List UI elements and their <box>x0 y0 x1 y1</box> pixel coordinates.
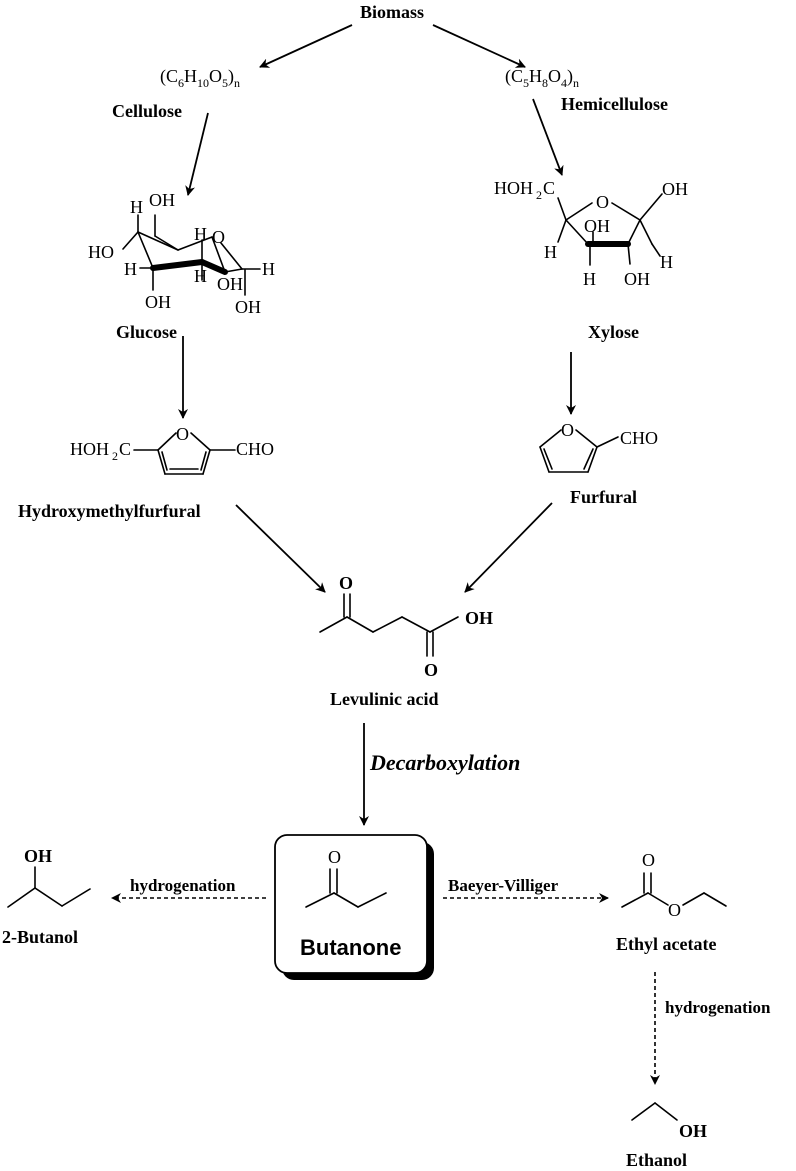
butanone-box <box>274 834 428 974</box>
arrow-biomass-to-cellulose <box>259 24 353 68</box>
cellulose-formula: (C6H10O5)n <box>160 66 240 90</box>
arrow-furfural-to-levulinic <box>464 502 553 593</box>
svg-text:OH: OH <box>235 297 261 317</box>
hmf-label: Hydroxymethylfurfural <box>18 501 201 521</box>
hemicellulose-label: Hemicellulose <box>561 94 668 114</box>
hemicellulose-formula: (C5H8O4)n <box>505 66 579 90</box>
svg-text:H: H <box>583 269 596 289</box>
svg-text:H: H <box>194 224 207 244</box>
svg-text:2: 2 <box>112 449 118 463</box>
svg-text:O: O <box>328 847 341 867</box>
butanone-structure: O <box>305 847 387 908</box>
arrow-hmf-to-levulinic <box>235 504 326 593</box>
svg-text:OH: OH <box>662 179 688 199</box>
xylose-structure: HOH 2 C O OH H H OH H OH <box>494 178 688 289</box>
svg-text:O: O <box>212 227 225 247</box>
svg-text:H: H <box>130 197 143 217</box>
glucose-structure: OH H HO H H O H H OH OH OH <box>88 190 275 317</box>
svg-text:OH: OH <box>217 274 243 294</box>
butanol-structure: OH <box>7 846 91 908</box>
svg-text:C: C <box>119 439 131 459</box>
svg-text:O: O <box>176 424 189 444</box>
svg-text:H: H <box>262 259 275 279</box>
svg-text:O: O <box>668 900 681 920</box>
svg-text:OH: OH <box>465 608 493 628</box>
glucose-label: Glucose <box>116 322 177 342</box>
ethyl-acetate-structure: O O <box>621 850 727 920</box>
svg-text:CHO: CHO <box>620 428 658 448</box>
svg-text:OH: OH <box>24 846 52 866</box>
baeyer-villiger-label: Baeyer-Villiger <box>448 876 559 895</box>
svg-text:OH: OH <box>624 269 650 289</box>
hydrogenation-left-label: hydrogenation <box>130 876 236 895</box>
arrow-biomass-to-hemicellulose <box>432 24 526 68</box>
arrow-cellulose-to-glucose <box>185 112 209 196</box>
decarboxylation-label: Decarboxylation <box>369 750 520 775</box>
svg-text:O: O <box>596 192 609 212</box>
cellulose-label: Cellulose <box>112 101 182 121</box>
butanol-label: 2-Butanol <box>2 927 78 947</box>
svg-text:O: O <box>424 660 438 680</box>
biomass-label: Biomass <box>360 2 424 22</box>
svg-text:H: H <box>660 252 673 272</box>
ethyl-acetate-label: Ethyl acetate <box>616 934 716 954</box>
svg-text:H: H <box>544 242 557 262</box>
svg-text:H: H <box>194 266 207 286</box>
furfural-label: Furfural <box>570 487 637 507</box>
levulinic-acid-structure: O OH O <box>319 573 493 680</box>
svg-text:O: O <box>561 420 574 440</box>
butanone-label: Butanone <box>300 935 401 960</box>
svg-text:OH: OH <box>679 1121 707 1141</box>
svg-text:O: O <box>339 573 353 593</box>
svg-text:2: 2 <box>536 188 542 202</box>
svg-text:HOH: HOH <box>70 439 109 459</box>
svg-text:OH: OH <box>584 216 610 236</box>
xylose-label: Xylose <box>588 322 639 342</box>
svg-text:HO: HO <box>88 242 114 262</box>
furfural-structure: O CHO <box>539 420 658 473</box>
svg-text:HOH: HOH <box>494 178 533 198</box>
svg-text:O: O <box>642 850 655 870</box>
svg-text:OH: OH <box>149 190 175 210</box>
svg-text:C: C <box>543 178 555 198</box>
ethanol-structure: OH <box>631 1102 707 1141</box>
ethanol-label: Ethanol <box>626 1150 687 1170</box>
svg-text:H: H <box>124 259 137 279</box>
svg-text:CHO: CHO <box>236 439 274 459</box>
arrow-hemicellulose-to-xylose <box>532 98 564 176</box>
hydrogenation-down-label: hydrogenation <box>665 998 771 1017</box>
svg-text:OH: OH <box>145 292 171 312</box>
hmf-structure: HOH 2 C O CHO <box>70 424 274 475</box>
levulinic-acid-label: Levulinic acid <box>330 689 439 709</box>
